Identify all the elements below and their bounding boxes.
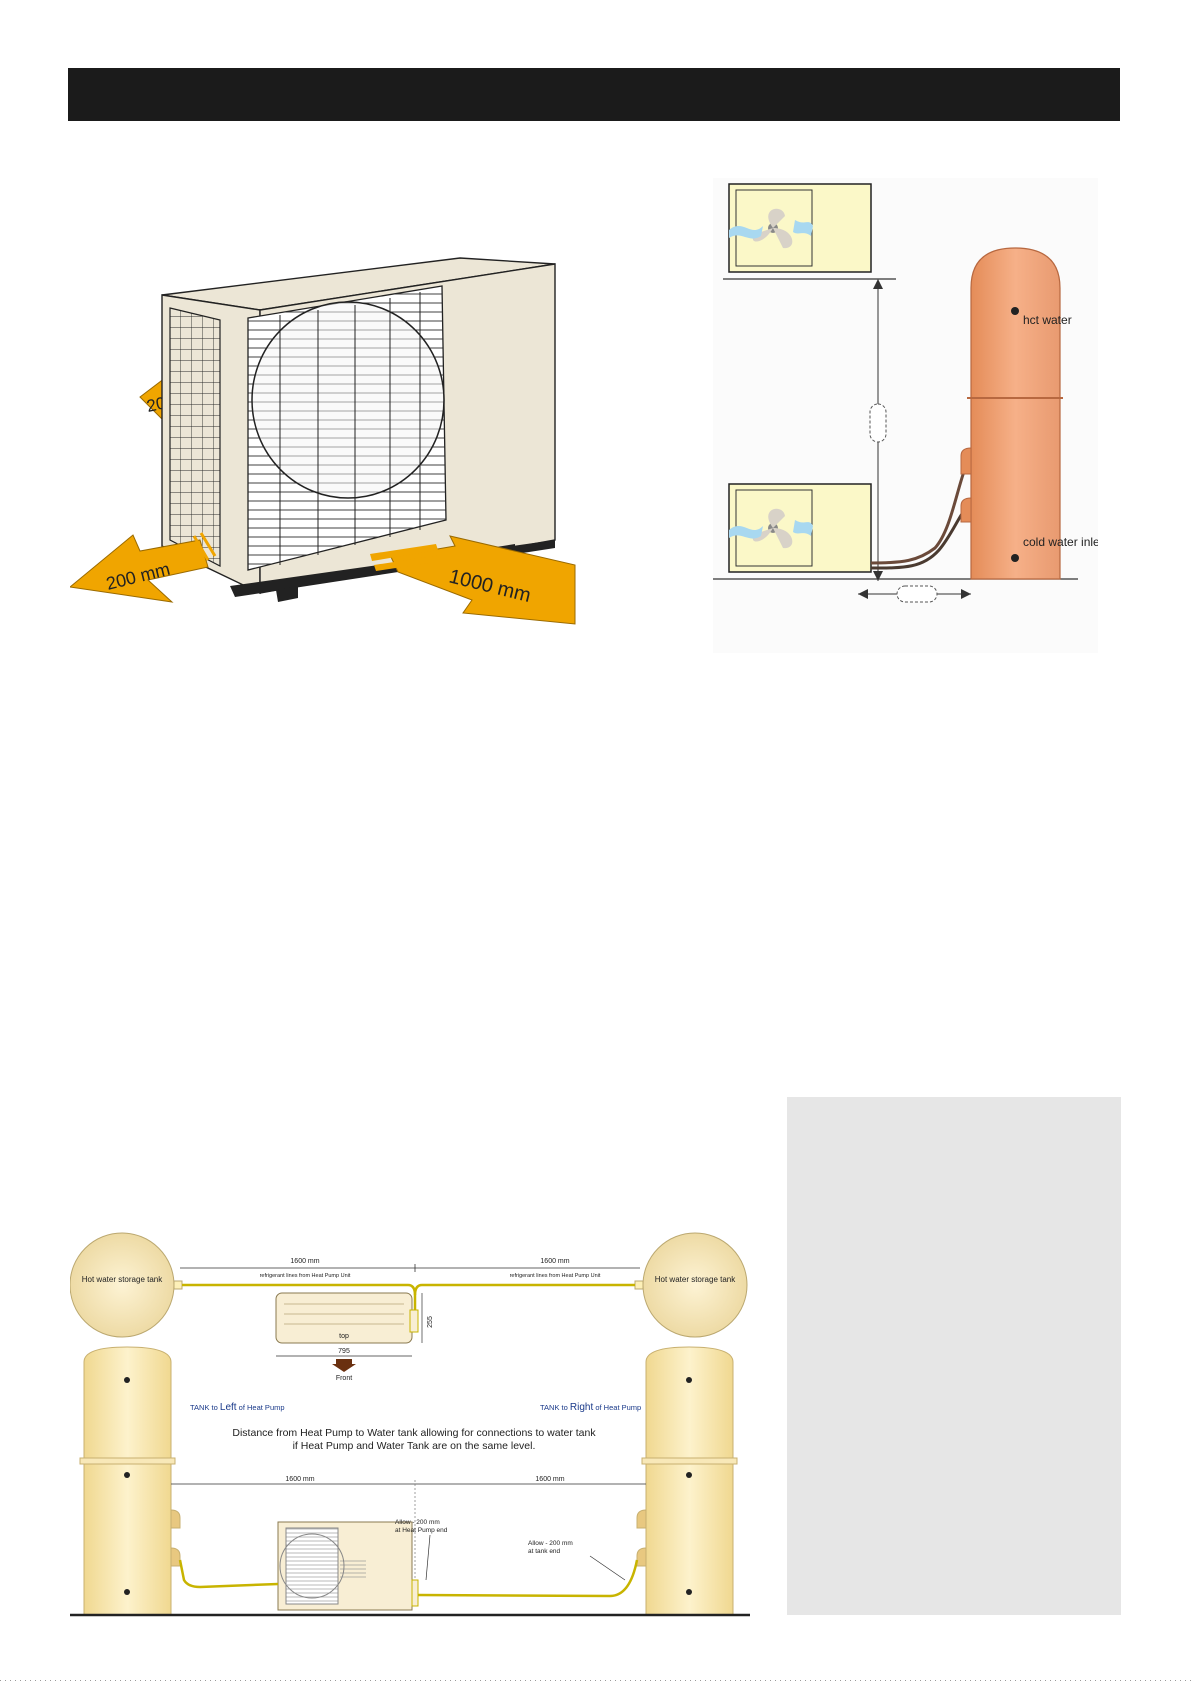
dim-right-top: 1600 mm <box>540 1258 569 1265</box>
caption-line2: if Heat Pump and Water Tank are on the s… <box>293 1440 536 1452</box>
unit-width-label: 795 <box>338 1348 350 1355</box>
dim-right-bottom: 1600 mm <box>535 1476 564 1483</box>
tank-right-caption: TANK to Right of Heat Pump <box>540 1402 641 1413</box>
tank-left-caption: TANK to Left of Heat Pump <box>190 1402 285 1413</box>
arrow-left-bottom: 200 mm <box>70 532 217 603</box>
caption-line1: Distance from Heat Pump to Water tank al… <box>232 1427 596 1439</box>
clearance-figure: 200 200 mm 1000 mm <box>70 257 576 625</box>
cold-water-label: cold water inlet <box>1023 535 1098 549</box>
front-label: Front <box>336 1375 352 1382</box>
allow-tank-line1: Allow - 200 mm <box>528 1540 573 1547</box>
ref-lines-left: refrigerant lines from Heat Pump Unit <box>260 1273 351 1279</box>
water-tank: hct water cold water inlet <box>960 247 1098 580</box>
tank-right-elevation <box>636 1346 738 1616</box>
heat-pump-elevation <box>277 1521 419 1611</box>
plan-view: Hot water storage tank Hot water storage… <box>70 1232 748 1382</box>
ref-lines-right: refrigerant lines from Heat Pump Unit <box>510 1273 601 1279</box>
dim-left-bottom: 1600 mm <box>285 1476 314 1483</box>
unit-depth-label: 255 <box>427 1316 434 1328</box>
allow-pump-line1: Allow - 200 mm <box>395 1519 440 1526</box>
tank-left-elevation <box>79 1346 181 1616</box>
layout-figure: Hot water storage tank Hot water storage… <box>70 1232 750 1617</box>
vertical-dimension <box>869 279 887 581</box>
tank-left-word: Left <box>220 1402 237 1413</box>
elevation-figure: hct water cold water inlet <box>713 178 1098 653</box>
tank-right-plan-label: Hot water storage tank <box>655 1275 736 1284</box>
tank-right-prefix: TANK to <box>540 1403 568 1412</box>
dim-left-top: 1600 mm <box>290 1258 319 1265</box>
unit-top-label: top <box>339 1333 349 1340</box>
tank-left-plan-label: Hot water storage tank <box>82 1275 163 1284</box>
tank-right-suffix: of Heat Pump <box>595 1403 641 1412</box>
tank-left-suffix: of Heat Pump <box>239 1403 285 1412</box>
allow-tank-line2: at tank end <box>528 1548 561 1555</box>
upper-unit <box>728 183 872 273</box>
hot-water-label: hct water <box>1023 313 1072 327</box>
horizontal-dimension <box>858 585 971 603</box>
lower-unit <box>728 483 872 573</box>
fan-grille <box>247 285 447 571</box>
allow-pump-line2: at Heat Pump end <box>395 1527 448 1534</box>
header-bar <box>68 68 1120 121</box>
footer-dots <box>0 1680 1192 1681</box>
tank-right-word: Right <box>570 1402 594 1413</box>
sidebar-box <box>787 1097 1121 1615</box>
tank-left-prefix: TANK to <box>190 1403 218 1412</box>
